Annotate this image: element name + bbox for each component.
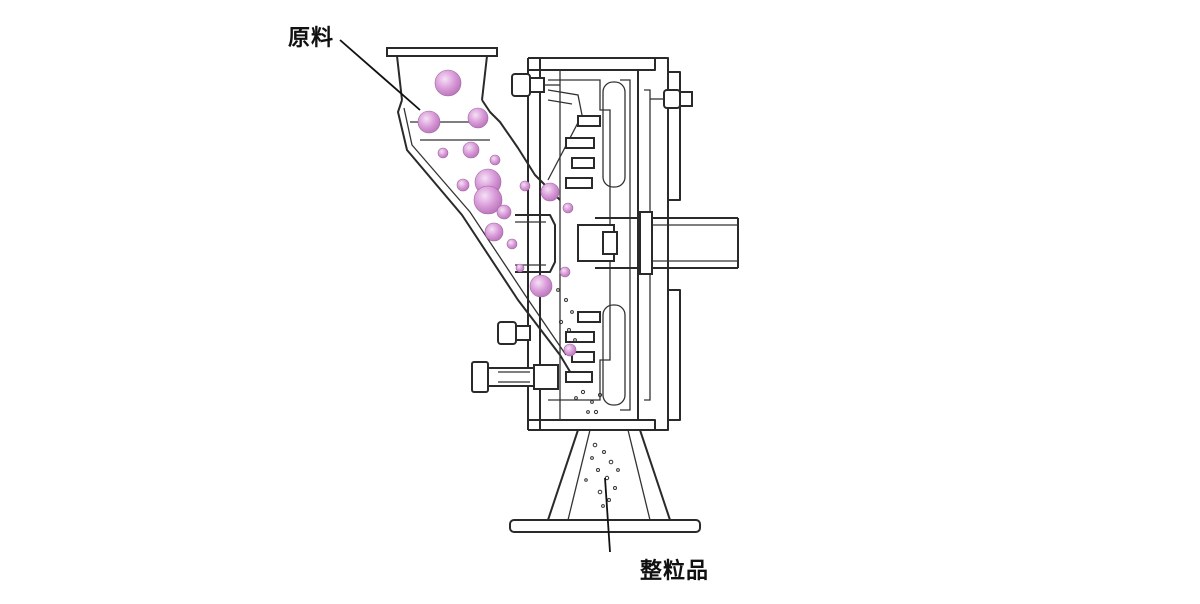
raw-material-label: 原料 [288,26,335,51]
granulated-product-label: 整粒品 [640,559,710,584]
raw-material-leader-line [339,39,421,111]
granule-specks [556,288,620,508]
bolt-top-right [650,89,693,109]
outlet-cone [509,429,701,533]
drive-shaft [515,211,739,275]
clamp-handle [471,361,559,393]
product-leader-line [604,477,611,553]
bolt-top-left [511,73,560,97]
screen-bolts-upper [565,115,601,189]
bolt-bottom-left [497,321,531,345]
screen-bolts-lower [565,311,601,383]
raw-material-particles [417,69,577,357]
